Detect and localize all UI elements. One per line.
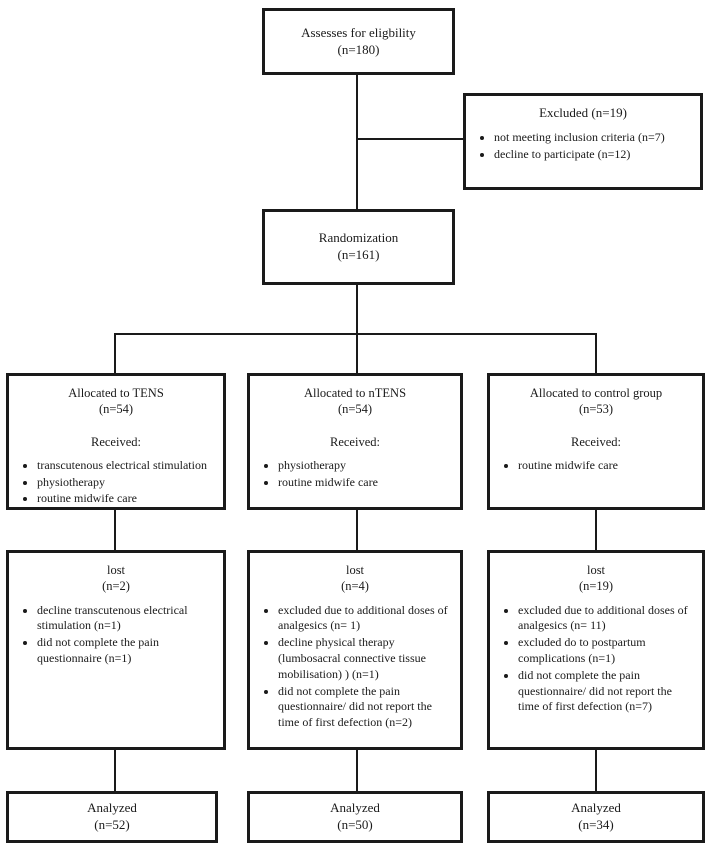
eligibility-title: Assesses for eligbility (301, 24, 416, 40)
connector-lost-analyzed-middle (356, 750, 358, 791)
connector-alloc-lost-middle (356, 509, 358, 550)
box-randomization: Randomization (n=161) (262, 209, 455, 285)
eligibility-count: (n=180) (337, 41, 380, 57)
connector-branch-horizontal (114, 333, 597, 335)
box-lost-tens: lost (n=2) decline transcutenous electri… (6, 550, 226, 750)
received-label: Received: (571, 434, 621, 449)
analyzed-count: (n=34) (578, 817, 614, 832)
allocated-count: (n=54) (98, 402, 134, 417)
connector-alloc-lost-left (114, 509, 116, 550)
connector-branch-right-drop (595, 333, 597, 373)
box-allocated-control: Allocated to control group (n=53) Receiv… (487, 373, 705, 510)
analyzed-count: (n=52) (94, 817, 130, 832)
lost-reason: did not complete the pain questionnaire/… (278, 684, 454, 731)
allocated-count: (n=54) (337, 402, 373, 417)
lost-count: (n=2) (102, 579, 130, 594)
connector-lost-analyzed-left (114, 750, 116, 791)
connector-lost-analyzed-right (595, 750, 597, 791)
received-item: routine midwife care (37, 491, 217, 507)
received-item: physiotherapy (278, 458, 454, 474)
box-lost-control: lost (n=19) excluded due to additional d… (487, 550, 705, 750)
connector-branch-left-drop (114, 333, 116, 373)
connector-alloc-lost-right (595, 509, 597, 550)
lost-reason: decline physical therapy (lumbosacral co… (278, 635, 454, 682)
lost-reason: did not complete the pain questionnaire/… (518, 668, 696, 715)
box-allocated-ntens: Allocated to nTENS (n=54) Received: phys… (247, 373, 463, 510)
box-analyzed-tens: Analyzed (n=52) (6, 791, 218, 843)
connector-randomization-down (356, 284, 358, 373)
lost-title: lost (106, 563, 126, 577)
lost-reasons-list: excluded due to additional doses of anal… (250, 603, 460, 732)
received-label: Received: (330, 434, 380, 449)
allocated-title: Allocated to control group (529, 386, 663, 400)
lost-reason: did not complete the pain questionnaire … (37, 635, 217, 667)
connector-to-excluded (357, 138, 463, 140)
randomization-title: Randomization (318, 230, 399, 246)
box-eligibility: Assesses for eligbility (n=180) (262, 8, 455, 75)
box-excluded: Excluded (n=19) not meeting inclusion cr… (463, 93, 703, 190)
lost-reason: excluded do to postpartum complications … (518, 635, 696, 667)
allocated-title: Allocated to nTENS (303, 386, 407, 400)
connector-eligibility-randomization (356, 74, 358, 210)
lost-reason: excluded due to additional doses of anal… (518, 603, 696, 635)
analyzed-title: Analyzed (571, 800, 621, 816)
randomization-count: (n=161) (337, 247, 380, 262)
received-item: physiotherapy (37, 475, 217, 491)
box-lost-ntens: lost (n=4) excluded due to additional do… (247, 550, 463, 750)
lost-reasons-list: excluded due to additional doses of anal… (490, 603, 702, 716)
allocated-received-list: physiotherapy routine midwife care (250, 458, 460, 491)
allocated-received-list: transcutenous electrical stimulation phy… (9, 458, 223, 507)
analyzed-count: (n=50) (337, 817, 373, 832)
received-item: routine midwife care (518, 458, 696, 474)
excluded-title: Excluded (n=19) (539, 105, 627, 120)
lost-count: (n=4) (341, 579, 369, 594)
analyzed-title: Analyzed (330, 800, 380, 816)
excluded-reason: decline to participate (n=12) (494, 147, 694, 163)
allocated-count: (n=53) (578, 402, 614, 417)
lost-reason: excluded due to additional doses of anal… (278, 603, 454, 635)
excluded-reasons-list: not meeting inclusion criteria (n=7) dec… (466, 130, 700, 163)
box-analyzed-control: Analyzed (n=34) (487, 791, 705, 843)
box-allocated-tens: Allocated to TENS (n=54) Received: trans… (6, 373, 226, 510)
analyzed-title: Analyzed (87, 800, 137, 816)
excluded-reason: not meeting inclusion criteria (n=7) (494, 130, 694, 146)
box-analyzed-ntens: Analyzed (n=50) (247, 791, 463, 843)
received-item: routine midwife care (278, 475, 454, 491)
allocated-received-list: routine midwife care (490, 458, 702, 474)
lost-title: lost (586, 563, 606, 577)
allocated-title: Allocated to TENS (68, 386, 164, 400)
received-item: transcutenous electrical stimulation (37, 458, 217, 474)
lost-title: lost (345, 563, 365, 577)
lost-reason: decline transcutenous electrical stimula… (37, 603, 217, 635)
lost-count: (n=19) (578, 579, 614, 594)
received-label: Received: (91, 434, 141, 449)
lost-reasons-list: decline transcutenous electrical stimula… (9, 603, 223, 667)
